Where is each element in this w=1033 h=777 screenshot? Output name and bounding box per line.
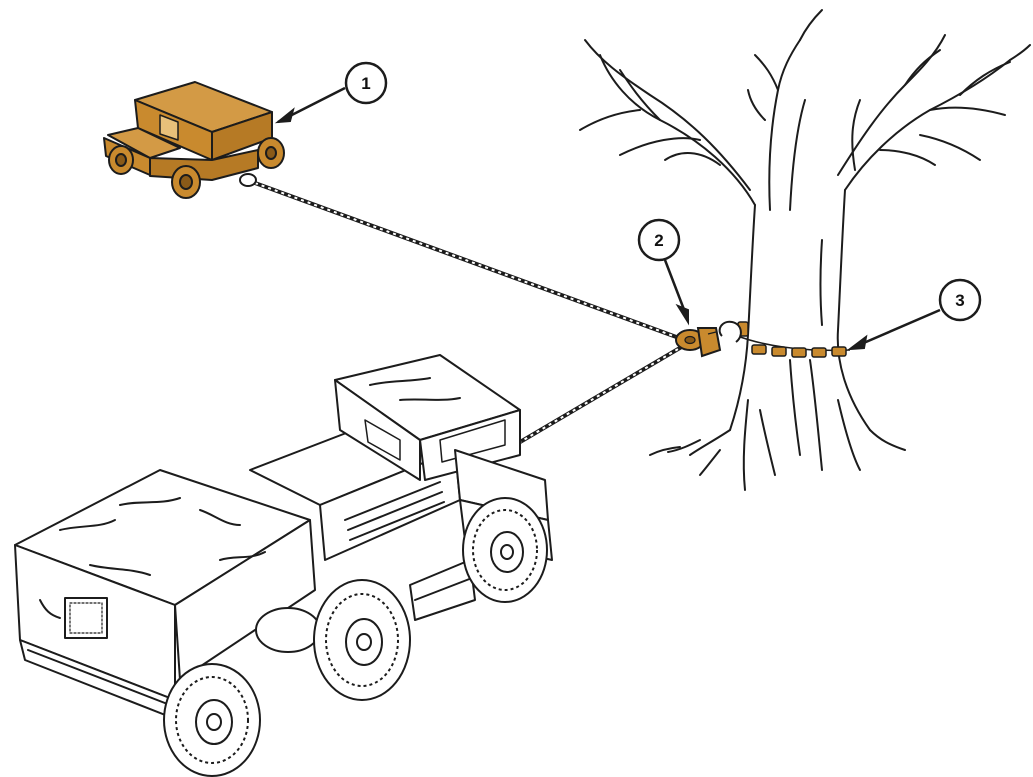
tree-chain-icon (720, 322, 850, 357)
callout-3-number: 3 (955, 291, 964, 310)
callout-1: 1 (278, 63, 386, 122)
callout-3: 3 (850, 280, 980, 349)
snatch-block-icon (676, 328, 720, 356)
callout-2: 2 (639, 220, 688, 322)
middle-wheel-icon (314, 580, 410, 700)
callout-1-number: 1 (361, 74, 370, 93)
front-wheel-icon (463, 498, 547, 602)
rear-wheel-icon (164, 664, 260, 776)
stuck-vehicle-icon (104, 82, 284, 198)
callout-2-number: 2 (654, 231, 663, 250)
